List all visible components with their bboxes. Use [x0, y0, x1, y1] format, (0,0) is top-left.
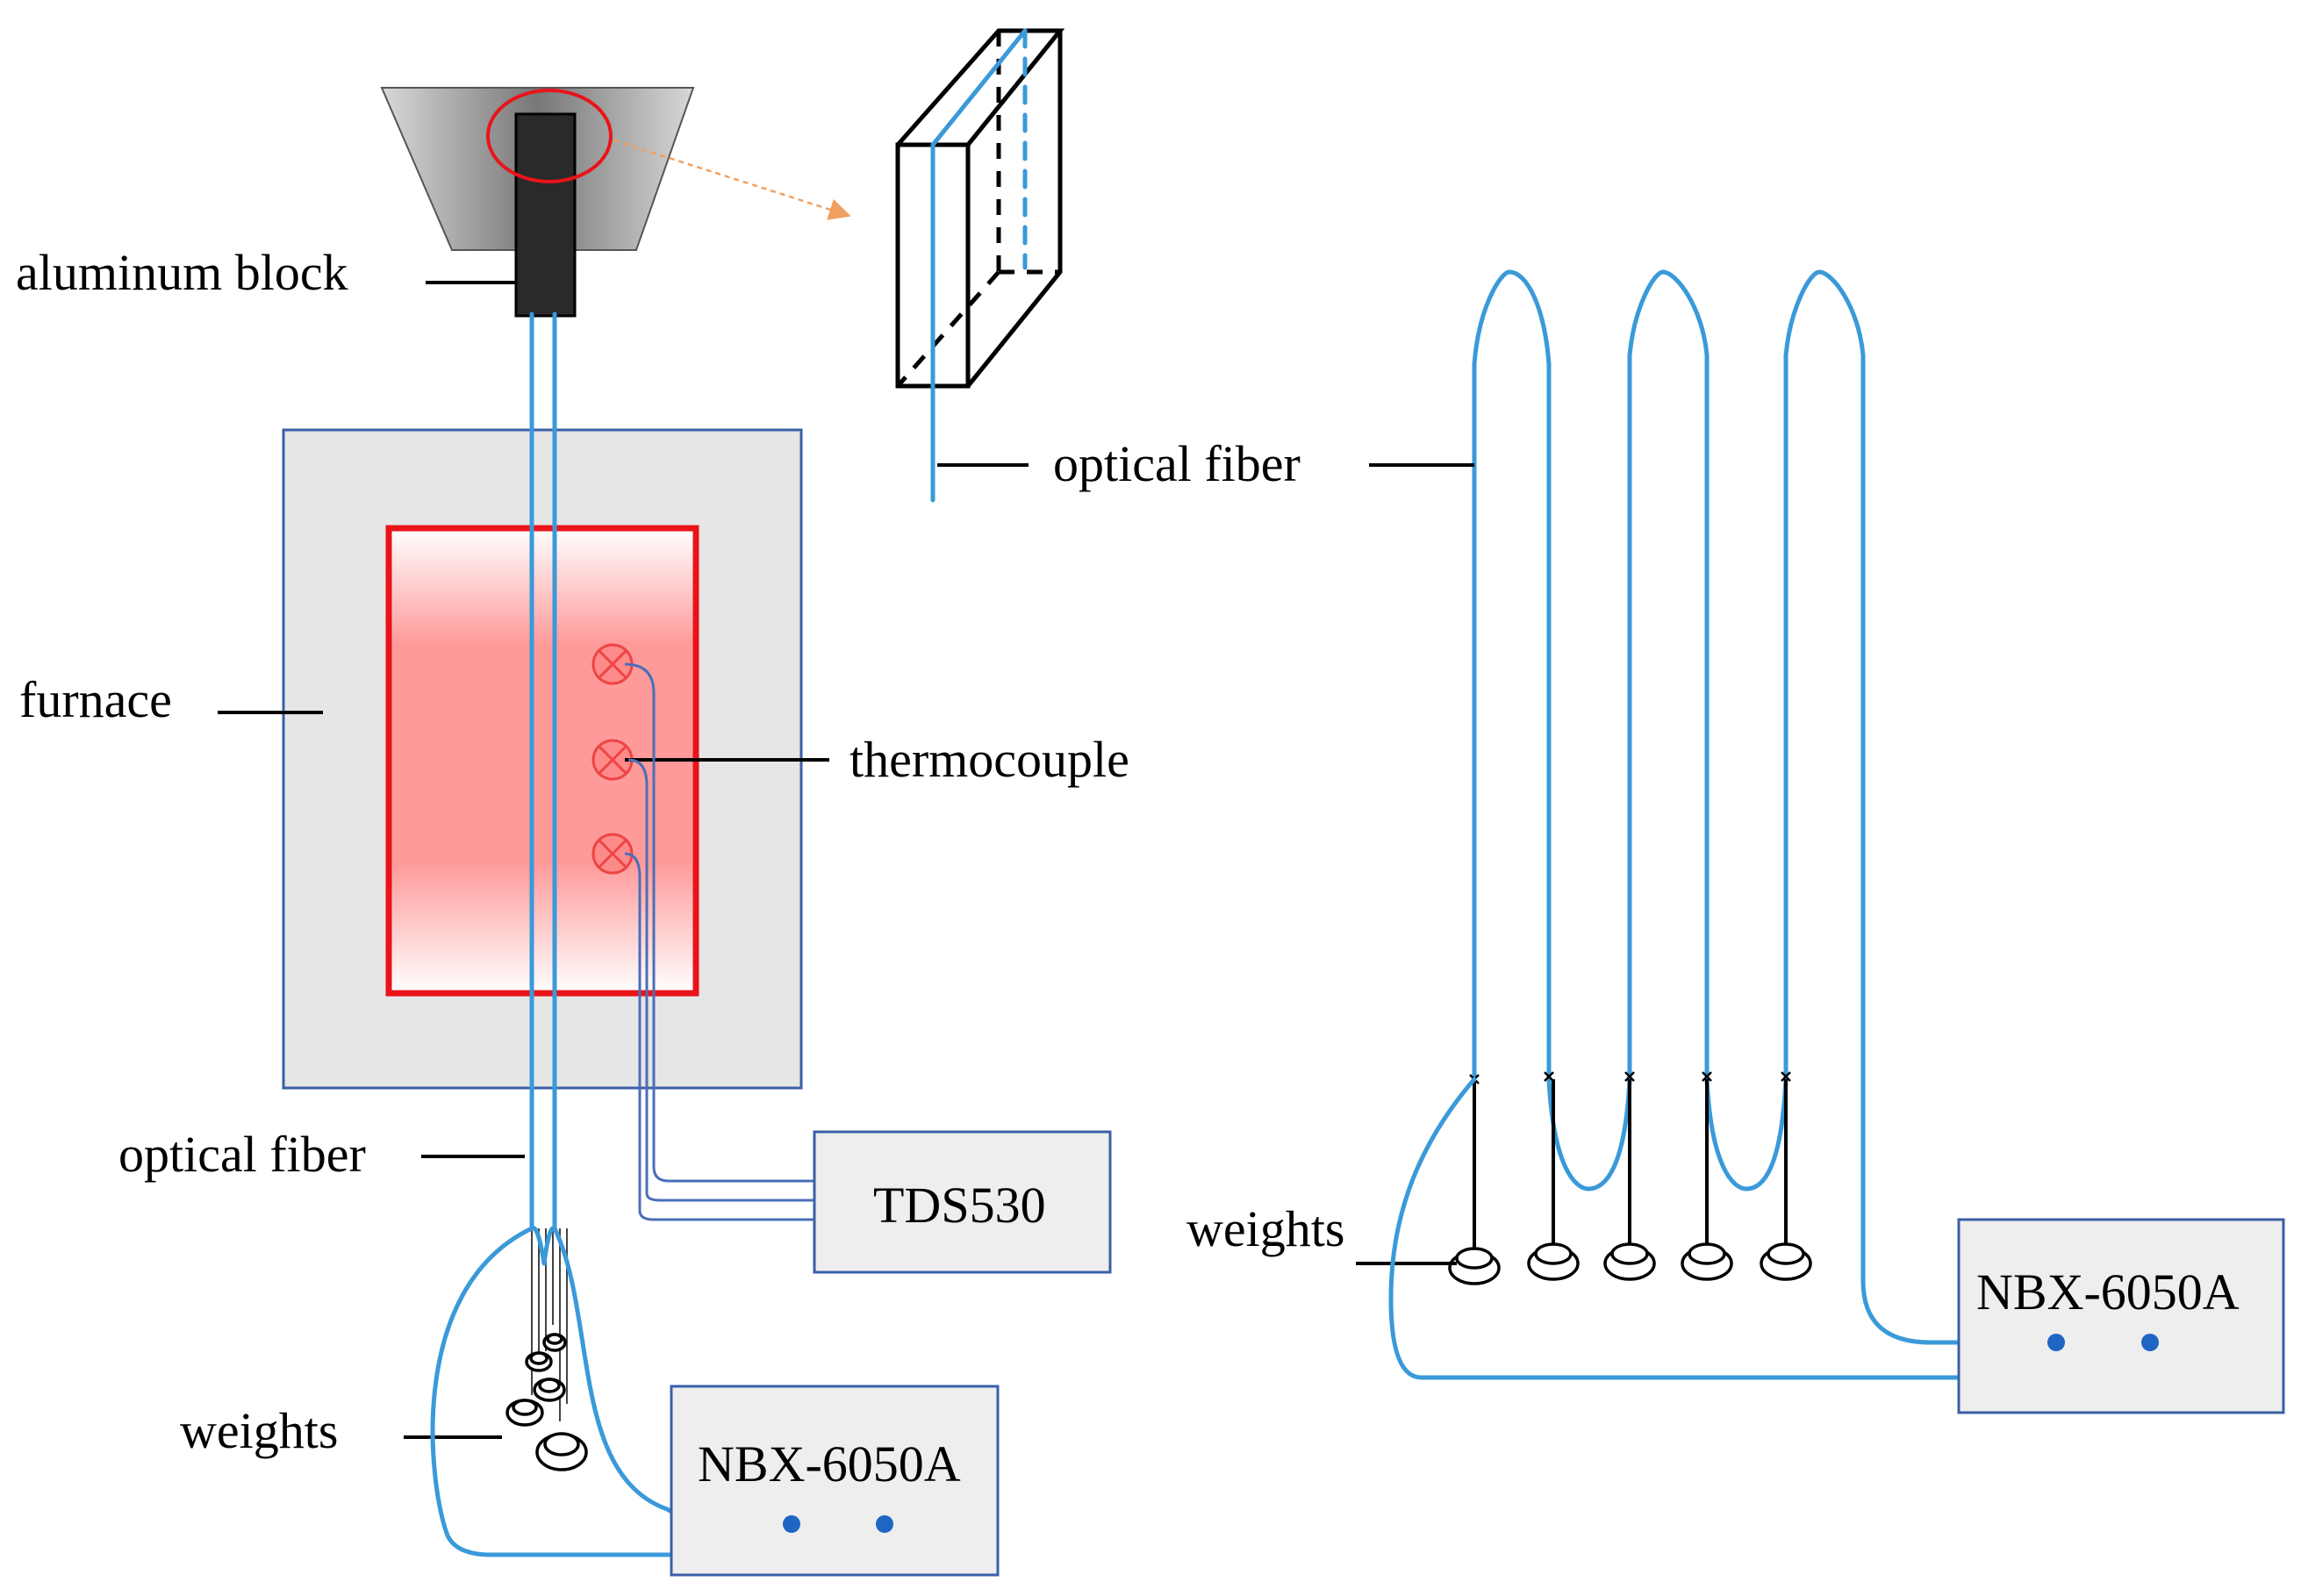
- left-setup: aluminum block furnace thermocouple: [16, 87, 1129, 1577]
- right-knots: [1469, 1071, 1791, 1084]
- weights-right: [1448, 1242, 1812, 1285]
- weights-label-left: weights: [180, 1402, 338, 1459]
- nbx-label-right: NBX-6050A: [1976, 1263, 2240, 1320]
- nbx-label-left: NBX-6050A: [698, 1435, 961, 1492]
- thermocouple-wires: [624, 662, 841, 1221]
- nbx-box-right: [1957, 1218, 2285, 1414]
- optical-fiber-label-inset: optical fiber: [1053, 435, 1301, 492]
- thermocouple-3: [591, 833, 634, 875]
- highlight-ring: [486, 89, 613, 183]
- right-fiber-arches: [1472, 269, 1866, 1082]
- thermocouple-2: [591, 739, 634, 781]
- left-optical-fiber: [529, 311, 557, 1231]
- nbx-left-port-1: [783, 1515, 800, 1533]
- right-fiber-dips: [1546, 1077, 1788, 1192]
- weight-strings-right: [1473, 1079, 1788, 1250]
- zoom-arrow: [613, 139, 851, 220]
- optical-fiber-label-left: optical fiber: [118, 1126, 366, 1183]
- aluminum-block: [514, 112, 577, 318]
- nbx-right-port-1: [2047, 1334, 2065, 1351]
- tds530-label: TDS530: [873, 1177, 1046, 1234]
- nbx-box-left: [670, 1385, 1000, 1577]
- nbx-right-port-2: [2141, 1334, 2159, 1351]
- inset-block-detail: optical fiber: [895, 28, 1301, 503]
- weights-left: [505, 1333, 588, 1471]
- nbx-left-port-2: [876, 1515, 893, 1533]
- aluminum-block-label: aluminum block: [16, 244, 348, 301]
- thermocouple-label: thermocouple: [849, 731, 1129, 788]
- right-setup: optical fiber: [1186, 269, 2285, 1414]
- weights-label-right: weights: [1186, 1200, 1344, 1257]
- tds530-box: [813, 1130, 1112, 1274]
- furnace-label: furnace: [19, 671, 172, 728]
